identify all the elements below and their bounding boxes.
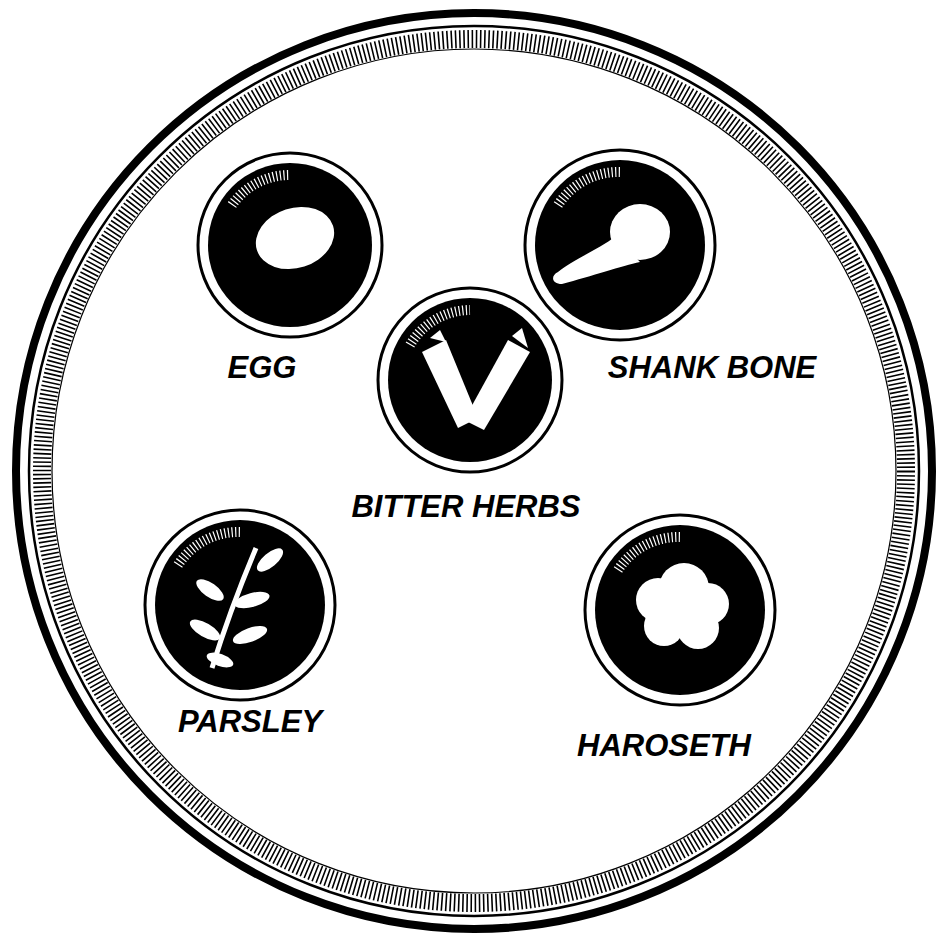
dish <box>535 160 705 330</box>
dish-label: HAROSETH <box>573 729 755 763</box>
parsley-picture <box>253 544 287 575</box>
dish <box>155 520 325 690</box>
bitter-herbs-picture <box>464 340 530 430</box>
dish-label-box: EGG <box>224 351 301 385</box>
dish-rim <box>525 150 715 340</box>
dish-rim <box>585 515 775 705</box>
dish-label-box: SHANK BONE <box>604 351 820 385</box>
dish-shine <box>558 172 620 205</box>
dish <box>388 298 552 462</box>
dish-label-box: BITTER HERBS <box>347 490 584 524</box>
bitter-herbs-picture <box>512 328 528 348</box>
dish-label: EGG <box>224 351 301 385</box>
dish-shine <box>618 537 680 570</box>
dish-label: PARSLEY <box>174 705 326 739</box>
plate-ring <box>29 26 919 916</box>
parsley-picture <box>212 548 256 668</box>
haroseth-picture <box>636 563 729 649</box>
parsley-picture <box>233 589 271 612</box>
dish-label-box: HAROSETH <box>573 729 755 763</box>
plate-rim <box>16 13 932 929</box>
shank-bone-picture <box>610 204 670 260</box>
dish-shine <box>178 532 240 565</box>
parsley-picture <box>231 622 270 647</box>
dish-label: BITTER HERBS <box>347 490 584 524</box>
parsley-picture <box>205 650 235 671</box>
plate-inner-ring <box>52 49 896 893</box>
parsley-picture <box>187 615 223 644</box>
dish-label: SHANK BONE <box>604 351 820 385</box>
dish <box>208 163 372 327</box>
dish-shine <box>232 175 290 205</box>
dish-label-box: PARSLEY <box>174 705 326 739</box>
dish-rim <box>145 510 335 700</box>
haroseth-picture <box>660 590 704 634</box>
dish <box>595 525 765 695</box>
dish-rim <box>378 288 562 472</box>
dish-shine <box>410 310 470 345</box>
egg-picture <box>248 197 343 279</box>
parsley-picture <box>193 575 227 605</box>
bitter-herbs-picture <box>430 330 446 342</box>
dish-rim <box>198 153 382 337</box>
plate-hatch <box>42 39 906 903</box>
